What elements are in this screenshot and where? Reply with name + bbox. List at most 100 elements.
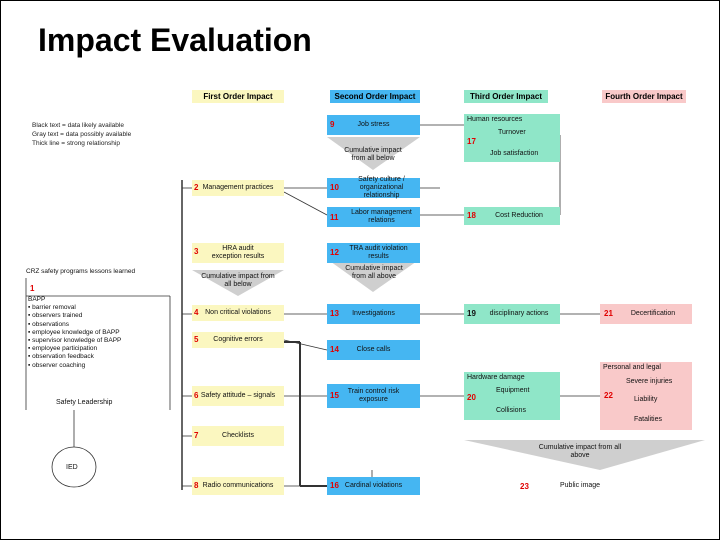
node-number: 18 [467,211,476,220]
cumulative-all: Cumulative impact from all above [534,443,626,461]
box-safety-attitude: Safety attitude – signals [192,386,284,406]
box-label: Human resources [467,116,523,123]
bapp-item-label: employee participation [32,345,98,353]
box-labor-relations: Labor management relations [327,207,420,227]
box-label: Train control risk exposure [347,388,400,403]
box-label: Safety attitude – signals [200,392,276,399]
header-fourth-order: Fourth Order Impact [602,90,686,103]
box-cognitive-errors: Cognitive errors [192,332,284,348]
bapp-item: ▪ observer coaching [28,361,86,369]
box-label: Collisions [496,407,526,414]
box-label: Management practices [202,184,274,191]
legend: Black text = data likely available Gray … [32,121,131,148]
bapp-item: ▪ supervisor knowledge of BAPP [28,337,122,345]
node-number: 3 [194,247,199,256]
legend-item: Thick line = strong relationship [32,140,120,147]
box-label: Fatalities [634,416,663,423]
box-label: Equipment [496,387,530,394]
node-number: 15 [330,391,339,400]
box-label: disciplinary actions [489,310,549,317]
node-number: 16 [330,481,339,490]
node-number: 9 [330,120,335,129]
node-number: 19 [467,309,476,318]
public-image-label: Public image [560,482,601,489]
bapp-item-label: barrier removal [32,304,76,312]
box-label: Cumulative impact from all above [345,265,403,280]
node-number: 1 [30,284,35,293]
node-number: 6 [194,391,199,400]
node-number: 23 [520,482,529,491]
box-personal-legal: Personal and legal Severe injuries 22 Li… [600,362,692,430]
box-label: Cost Reduction [495,212,543,219]
node-number: 8 [194,481,199,490]
box-label: Radio communications [202,482,274,489]
header-second-order: Second Order Impact [330,90,420,103]
ied-label: IED [66,464,78,471]
box-label: TRA audit violation results [349,245,408,260]
box-label: Hardware damage [467,374,525,381]
node-number: 13 [330,309,339,318]
box-cardinal-violations: Cardinal violations [327,477,420,495]
bapp-item-label: supervisor knowledge of BAPP [32,337,122,345]
box-label: Cumulative impact from all below [344,147,402,162]
box-disciplinary-actions: disciplinary actions [464,304,560,324]
box-close-calls: Close calls [327,340,420,360]
box-label: Close calls [356,346,391,353]
node-number: 7 [194,431,199,440]
box-checklists: Checklists [192,426,284,446]
box-management-practices: Management practices [192,180,284,196]
bapp-item: ▪ barrier removal [28,304,76,312]
box-label: Labor management relations [351,209,412,224]
bapp-item: ▪ observers trained [28,312,83,320]
box-safety-culture: Safety culture / organizational relation… [327,176,420,199]
bapp-list: BAPP ▪ barrier removal ▪ observers train… [28,296,121,370]
bapp-item: ▪ employee knowledge of BAPP [28,328,120,336]
box-label: Checklists [222,432,254,439]
box-label: Safety culture / organizational relation… [358,176,405,199]
box-label: Severe injuries [626,378,673,385]
box-label: Job satisfaction [490,150,539,157]
node-number: 22 [604,391,613,400]
box-label: Non critical violations [205,309,271,316]
box-label: Cognitive errors [213,336,263,343]
box-human-resources: Human resources Turnover 17 Job satisfac… [464,114,560,162]
cumulative-left: Cumulative impact from all below [200,272,276,290]
node-number: 21 [604,309,613,318]
bapp-item-label: employee knowledge of BAPP [32,328,120,336]
box-hra-audit: HRA audit exception results [192,243,284,263]
page-title: Impact Evaluation [38,22,312,58]
bapp-item-label: observations [32,320,69,328]
node-number: 5 [194,335,199,344]
crz-label: CRZ safety programs lessons learned [26,268,136,275]
node-number: 20 [467,393,476,402]
bapp-title: BAPP [28,296,46,303]
box-train-control: Train control risk exposure [327,384,420,408]
box-investigations: Investigations [327,304,420,324]
bapp-item-label: observers trained [32,312,83,320]
box-label: Decertification [630,310,676,317]
bapp-item-label: observer coaching [32,361,86,369]
box-hardware-damage: Hardware damage Equipment 20 Collisions [464,372,560,420]
node-number: 17 [467,137,476,146]
box-label: Cardinal violations [344,482,403,489]
legend-item: Black text = data likely available [32,122,124,129]
header-first-order: First Order Impact [192,90,284,103]
box-label: HRA audit exception results [211,245,265,260]
node-number: 14 [330,345,339,354]
node-number: 2 [194,183,199,192]
legend-item: Gray text = data possibly available [32,131,132,138]
bapp-item: ▪ observation feedback [28,353,94,361]
box-job-stress: Job stress [327,115,420,135]
box-cost-reduction: Cost Reduction [464,207,560,225]
box-decertification: Decertification [600,304,692,324]
box-label: Investigations [352,310,395,317]
cumulative-top: Cumulative impact from all below [338,146,408,164]
header-third-order: Third Order Impact [464,90,548,103]
box-tra-audit: TRA audit violation results [327,243,420,263]
box-label: Liability [634,396,658,403]
box-label: Job stress [357,121,390,128]
box-label: Personal and legal [603,364,661,371]
node-number: 11 [330,213,339,222]
bapp-item: ▪ employee participation [28,345,98,353]
